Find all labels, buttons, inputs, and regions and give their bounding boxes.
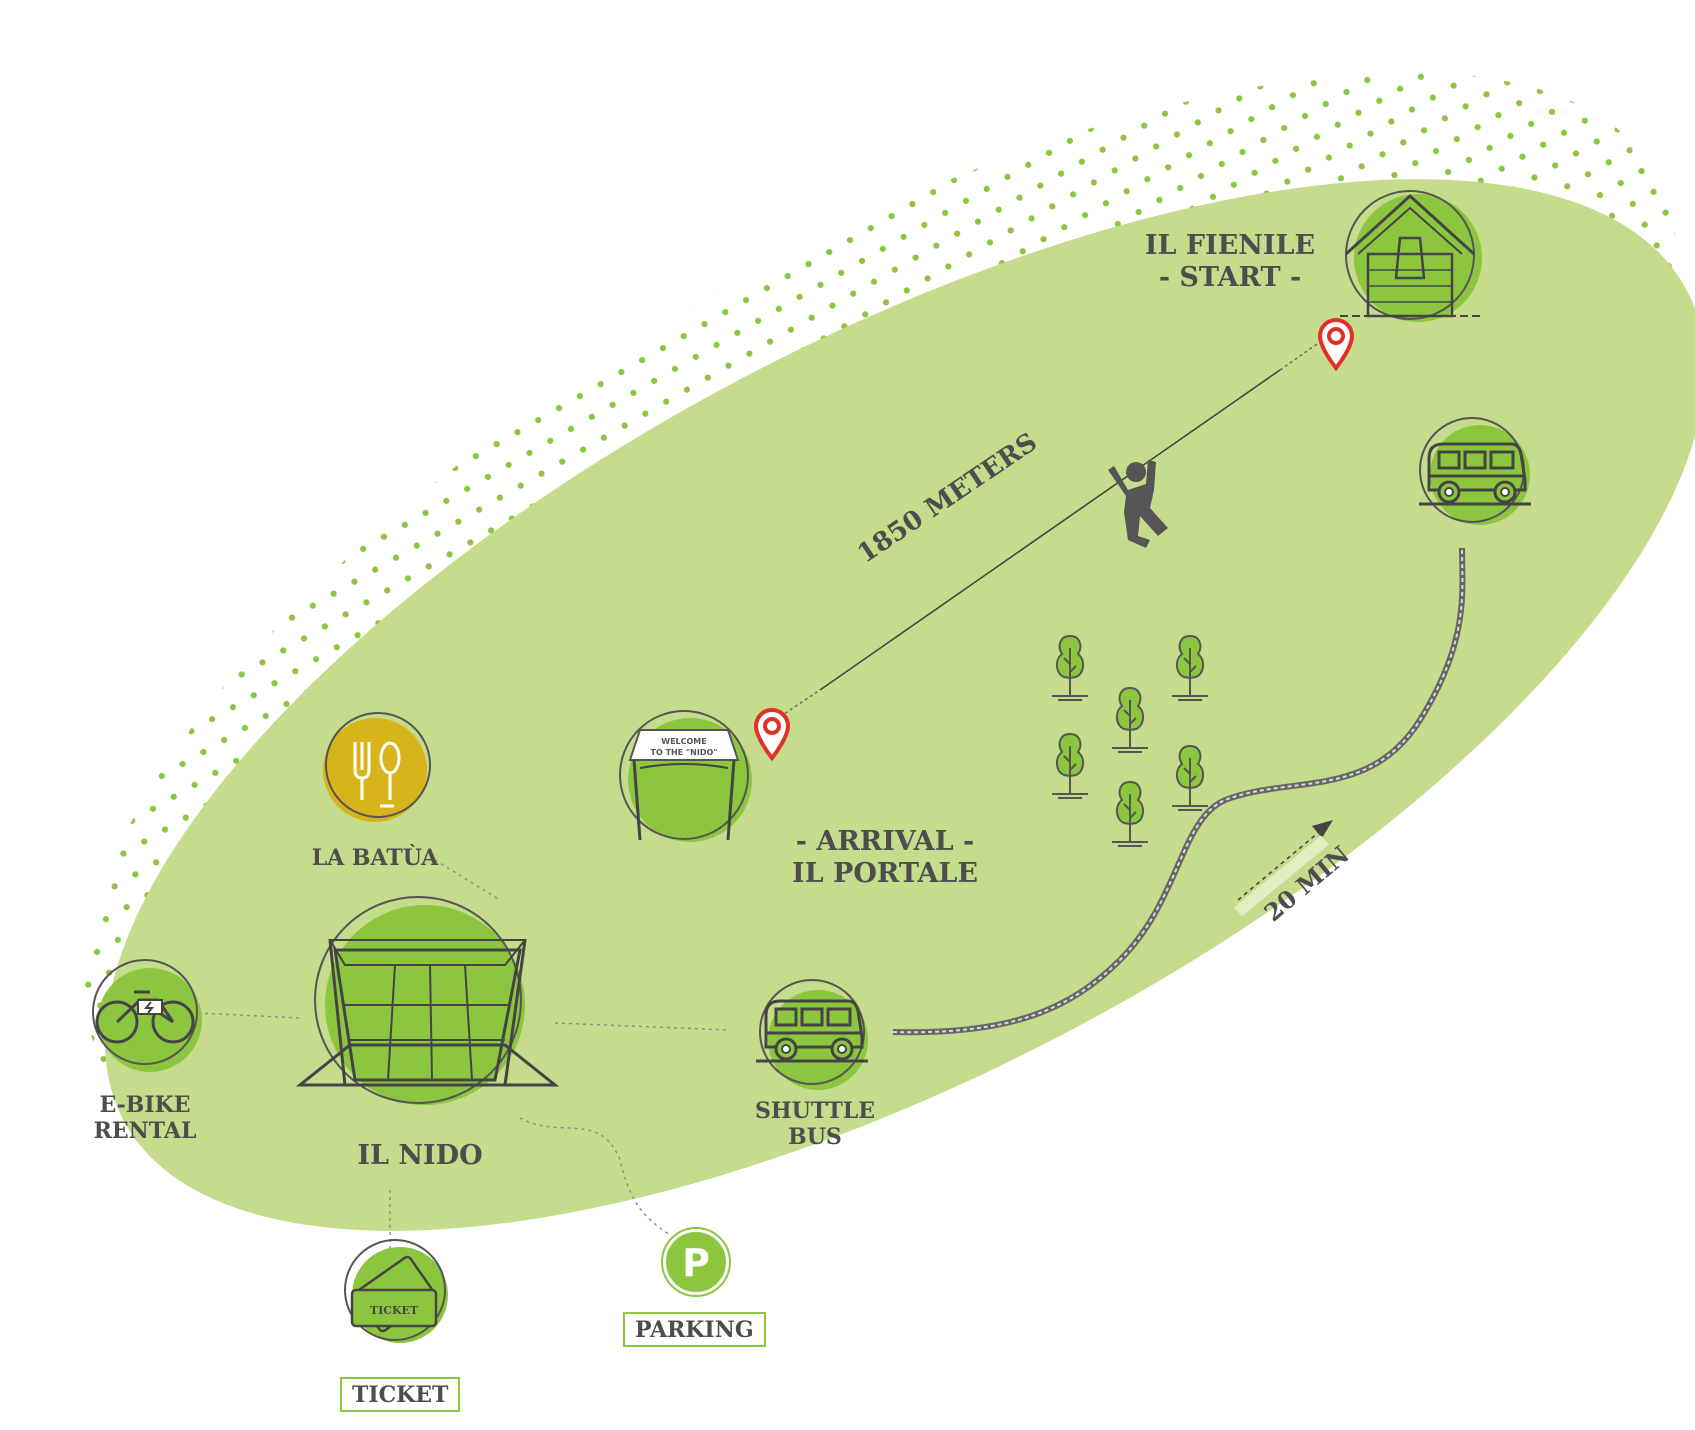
barn-icon (1340, 190, 1482, 322)
parking-icon[interactable]: P (661, 1227, 731, 1297)
zipline-cable (819, 369, 1281, 691)
arrival-sub: - ARRIVAL - (795, 826, 975, 857)
restaurant-label: LA BATÙA (311, 845, 439, 871)
fork-spoon-icon[interactable] (323, 712, 431, 822)
ticket-icon[interactable]: TICKET (344, 1239, 448, 1343)
shuttle-line1: SHUTTLE (754, 1098, 876, 1124)
base-label: IL NIDO (357, 1140, 483, 1171)
arrival-label: - ARRIVAL - IL PORTALE (770, 826, 1000, 891)
arrival-name: IL PORTALE (792, 858, 978, 890)
drive-arrow (1234, 820, 1333, 917)
ticket-label[interactable]: TICKET (340, 1377, 461, 1412)
svg-text:WELCOME: WELCOME (661, 737, 706, 746)
ebike-label: E-BIKE RENTAL (70, 1092, 220, 1145)
canopy-icon[interactable] (295, 896, 560, 1105)
shuttle-label: SHUTTLE BUS (740, 1098, 890, 1151)
start-sub: - START - (1158, 262, 1302, 294)
start-name: IL FIENILE (1144, 230, 1316, 261)
ebike-icon[interactable] (92, 959, 202, 1072)
ebike-line1: E-BIKE (99, 1092, 191, 1118)
svg-text:TO THE "NIDO": TO THE "NIDO" (651, 748, 718, 757)
svg-text:P: P (682, 1241, 710, 1285)
start-label: IL FIENILE - START - (1130, 230, 1330, 295)
shuttle-line2: BUS (788, 1124, 842, 1151)
shuttle-road (892, 547, 1466, 1036)
zipline-rider-icon (1108, 460, 1168, 548)
connector-lines (197, 859, 731, 1255)
portal-icon: WELCOME TO THE "NIDO" (619, 710, 752, 842)
van-stop-icon (1417, 417, 1533, 525)
parking-label[interactable]: PARKING (623, 1312, 766, 1347)
shuttle-bus-icon[interactable] (754, 979, 870, 1090)
ebike-line2: RENTAL (93, 1118, 197, 1145)
svg-text:TICKET: TICKET (370, 1304, 419, 1317)
